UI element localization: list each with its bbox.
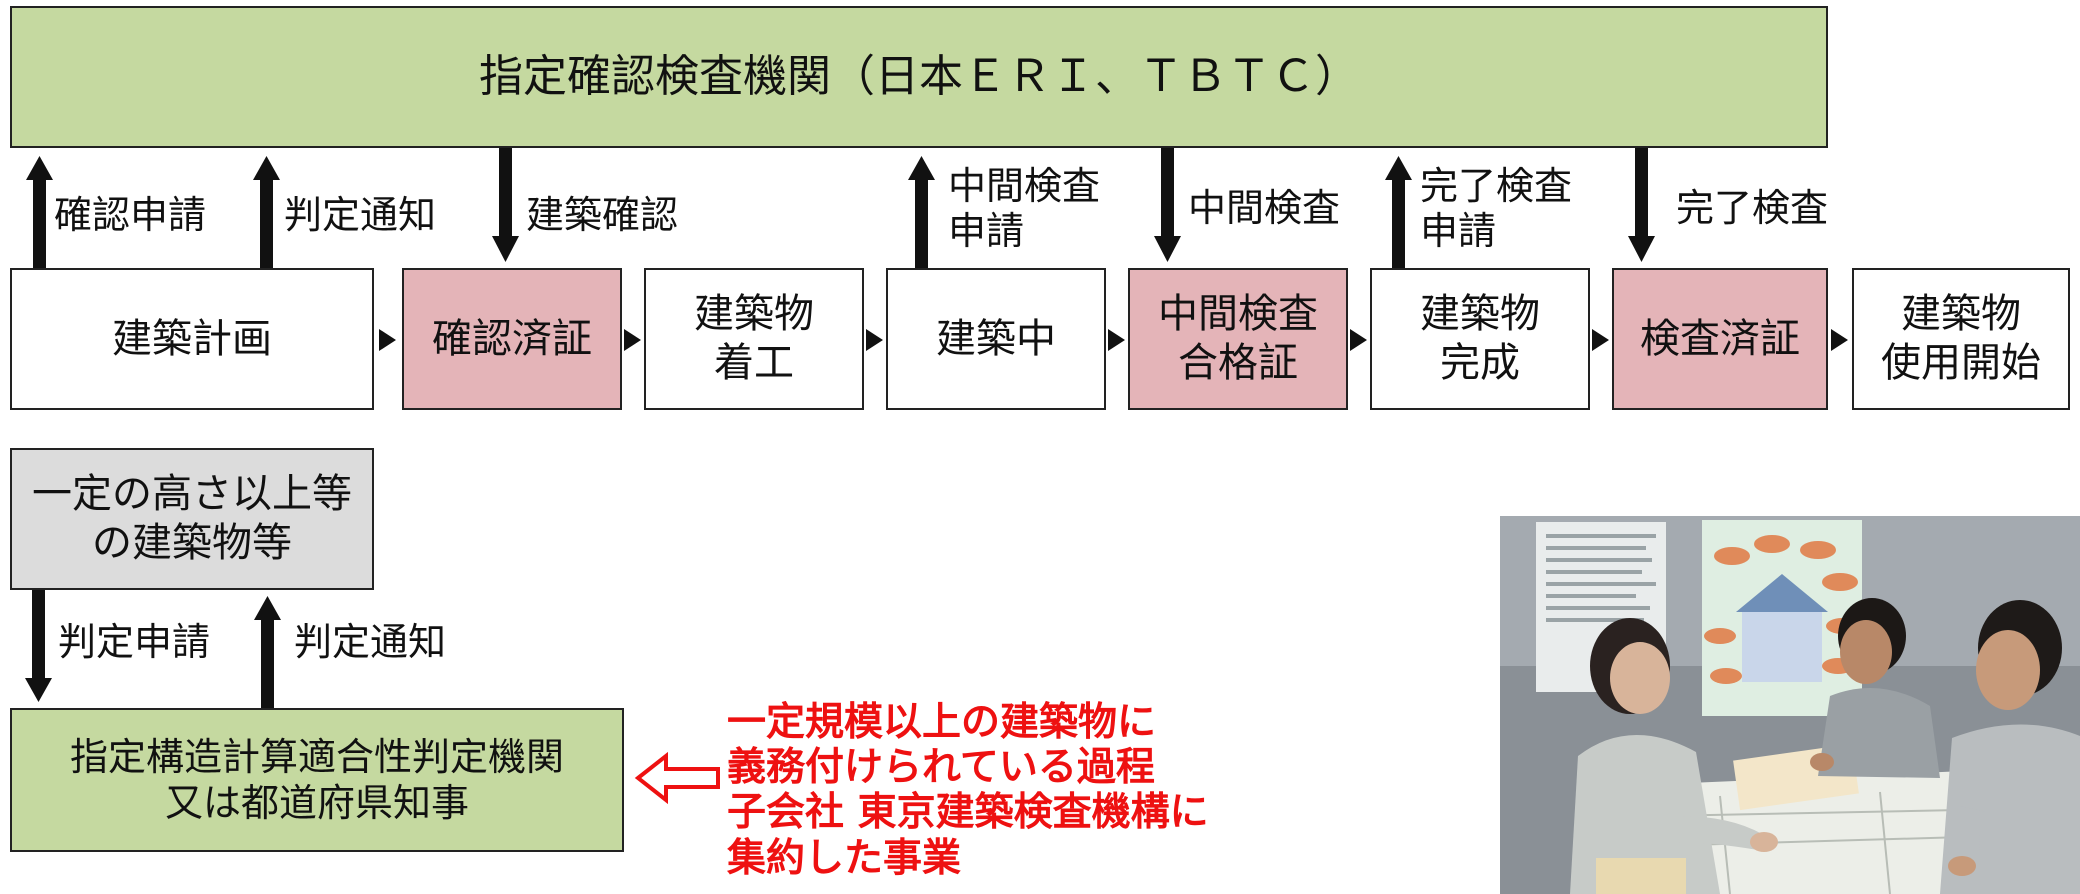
flow-box-label: 検査済証 [1640, 315, 1800, 362]
arrow-up-confirmation-application [26, 156, 53, 268]
flow-box-label: 中間検査 [1158, 291, 1318, 338]
flow-box-label: 建築計画 [112, 315, 272, 362]
flow-box-interim-inspection-pass: 中間検査 合格証 [1128, 268, 1348, 410]
flow-connector-arrow [1831, 329, 1848, 351]
flow-box-label: 完成 [1440, 340, 1520, 386]
arrow-down-judgement-application [25, 590, 52, 702]
flow-box-under-construction: 建築中 [886, 268, 1106, 410]
flow-box-construction-start: 建築物 着工 [644, 268, 864, 410]
note-line: 一定規模以上の建築物に [727, 700, 1157, 745]
designated-inspection-agency-label: 指定確認検査機関（日本ＥＲＩ、ＴＢＴＣ） [479, 51, 1359, 103]
label-judgement-application: 判定申請 [58, 620, 211, 664]
label-completion-inspection: 完了検査 [1676, 186, 1829, 230]
label-judgement-notice-bottom: 判定通知 [294, 620, 447, 664]
flow-connector-arrow [624, 329, 641, 351]
label-confirmation-application: 確認申請 [54, 193, 207, 237]
label-line: 完了検査 [1420, 164, 1573, 208]
label-building-confirmation: 建築確認 [526, 193, 679, 237]
flow-connector-arrow [1350, 329, 1367, 351]
note-line: 義務付けられている過程 [727, 745, 1155, 791]
arrow-up-completion-inspection-application [1385, 156, 1412, 268]
flow-connector-arrow [866, 329, 883, 351]
note-line: 集約した事業 [727, 835, 962, 881]
flow-box-start-of-use: 建築物 使用開始 [1852, 268, 2070, 410]
flow-box-label: 建築中 [936, 315, 1056, 362]
structural-calculation-agency-box: 指定構造計算適合性判定機関 又は都道府県知事 [10, 708, 624, 852]
designated-inspection-agency-box: 指定確認検査機関（日本ＥＲＩ、ＴＢＴＣ） [10, 6, 1828, 148]
flow-box-label: 建築物 [694, 291, 814, 338]
high-building-label: の建築物等 [92, 520, 292, 566]
arrow-up-judgement-notice-bottom [254, 596, 281, 708]
label-completion-inspection-application: 完了検査 申請 [1420, 164, 1572, 254]
label-interim-inspection-application: 中間検査 申請 [948, 164, 1100, 254]
high-building-label: 一定の高さ以上等 [32, 471, 352, 518]
flow-box-building-completion: 建築物 完成 [1370, 268, 1590, 410]
arrow-down-interim-inspection [1154, 148, 1181, 262]
flow-box-inspection-certificate: 検査済証 [1612, 268, 1828, 410]
outsourced-process-note: 一定規模以上の建築物に 義務付けられている過程 子会社 東京建築検査機構に 集約… [727, 700, 1209, 881]
arrow-up-judgement-notice-top [253, 156, 280, 268]
structural-calculation-agency-label: 又は都道府県知事 [164, 781, 469, 825]
flow-box-label: 使用開始 [1881, 340, 2041, 386]
red-hollow-left-arrow [634, 751, 720, 805]
structural-calculation-agency-label: 指定構造計算適合性判定機関 [69, 734, 564, 779]
arrow-down-building-confirmation [492, 148, 519, 262]
flow-box-label: 確認済証 [432, 315, 592, 362]
flow-box-building-plan: 建築計画 [10, 268, 374, 410]
arrow-down-completion-inspection [1628, 148, 1655, 262]
label-judgement-notice-top: 判定通知 [284, 193, 437, 237]
flow-connector-arrow [1108, 329, 1125, 351]
label-line: 申請 [1420, 208, 1497, 253]
high-building-box: 一定の高さ以上等 の建築物等 [10, 448, 374, 590]
flow-box-label: 建築物 [1901, 291, 2021, 338]
flow-box-label: 着工 [714, 340, 794, 386]
label-line: 申請 [948, 208, 1025, 253]
arrow-up-interim-inspection-application [908, 156, 935, 268]
flow-box-confirmation-certificate: 確認済証 [402, 268, 622, 410]
label-line: 中間検査 [948, 164, 1101, 208]
flow-connector-arrow [1592, 329, 1609, 351]
inspectors-meeting-photo [1500, 516, 2080, 894]
label-interim-inspection: 中間検査 [1188, 186, 1341, 230]
note-line: 子会社 東京建築検査機構に [727, 790, 1209, 836]
flow-box-label: 合格証 [1178, 340, 1298, 386]
flow-connector-arrow [379, 329, 396, 351]
flow-box-label: 建築物 [1420, 291, 1540, 338]
